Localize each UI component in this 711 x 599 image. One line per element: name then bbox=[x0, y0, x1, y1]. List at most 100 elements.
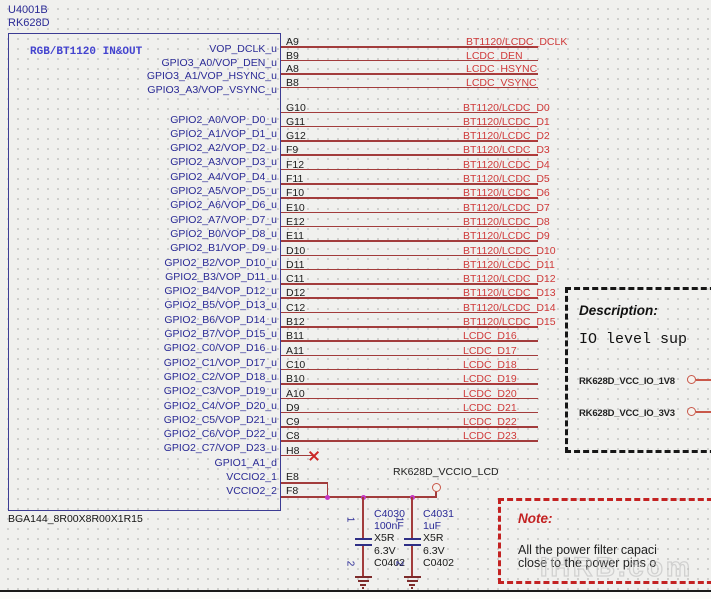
pin-wire[interactable] bbox=[281, 268, 538, 271]
net-label[interactable]: BT1120/LCDC_D6 bbox=[463, 187, 550, 200]
pin-wire[interactable] bbox=[281, 183, 538, 185]
power-net-label[interactable]: RK628D_VCCIO_LCD bbox=[393, 466, 499, 478]
net-label[interactable]: LCDC_HSYNC bbox=[466, 63, 538, 75]
net-label[interactable]: BT1120/LCDC_D11 bbox=[463, 258, 555, 271]
capacitor-plate[interactable] bbox=[403, 543, 421, 546]
description-box[interactable]: Description: IO level sup RK628D_VCC_IO_… bbox=[565, 287, 711, 453]
net-label[interactable]: LCDC_VSYNC bbox=[466, 76, 537, 89]
net-label[interactable]: BT1120/LCDC_D12 bbox=[463, 273, 556, 286]
pin-wire[interactable] bbox=[281, 46, 538, 48]
pin-number: B8 bbox=[286, 76, 299, 89]
pin-number: F10 bbox=[286, 187, 305, 200]
capacitor-designator[interactable]: C4030 bbox=[374, 508, 405, 520]
net-label[interactable]: BT1120/LCDC_D5 bbox=[463, 173, 550, 185]
net-label[interactable]: LCDC_D18 bbox=[463, 358, 517, 371]
pin-wire[interactable] bbox=[281, 440, 538, 442]
net-label[interactable]: LCDC_D17 bbox=[463, 344, 517, 357]
pin-wire[interactable] bbox=[281, 240, 538, 242]
pin-wire[interactable] bbox=[281, 73, 538, 75]
pin-number: B11 bbox=[286, 330, 304, 343]
junction-dot bbox=[324, 494, 330, 500]
capacitor-lead[interactable] bbox=[362, 497, 364, 538]
component-body[interactable] bbox=[8, 33, 281, 511]
component-part-number[interactable]: RK628D bbox=[8, 17, 50, 29]
capacitor-value[interactable]: 1uF bbox=[423, 520, 442, 532]
net-port-icon[interactable] bbox=[687, 407, 696, 416]
net-label[interactable]: BT1120/LCDC_D14 bbox=[463, 301, 556, 314]
net-port-icon[interactable] bbox=[687, 375, 696, 384]
pin-wire[interactable] bbox=[281, 482, 328, 484]
net-label[interactable]: LCDC_D21 bbox=[463, 401, 517, 414]
pin-wire[interactable] bbox=[281, 59, 538, 62]
pin-wire[interactable] bbox=[281, 426, 538, 428]
net-label[interactable]: BT1120/LCDC_D13 bbox=[463, 287, 556, 300]
pin-number: C8 bbox=[286, 430, 300, 443]
net-wire[interactable] bbox=[326, 482, 329, 497]
capacitor-plate[interactable] bbox=[354, 538, 372, 540]
capacitor-lead[interactable] bbox=[411, 545, 413, 576]
capacitor-plate[interactable] bbox=[354, 543, 372, 546]
gnd-icon[interactable] bbox=[354, 575, 372, 578]
capacitor-plate[interactable] bbox=[403, 538, 421, 540]
net-label[interactable]: LCDC_D22 bbox=[463, 416, 517, 429]
pin-wire[interactable] bbox=[281, 340, 538, 342]
gnd-icon bbox=[410, 587, 414, 589]
net-label[interactable]: BT1120/LCDC_D10 bbox=[463, 244, 556, 257]
power-port-icon[interactable] bbox=[432, 483, 441, 492]
pin-wire[interactable] bbox=[281, 86, 538, 89]
capacitor-package: C0402 bbox=[423, 557, 454, 569]
pin-wire[interactable] bbox=[281, 454, 314, 457]
pin-wire[interactable] bbox=[281, 354, 538, 357]
pin-wire[interactable] bbox=[281, 154, 538, 156]
pin-wire[interactable] bbox=[281, 111, 538, 114]
pin-wire[interactable] bbox=[281, 297, 538, 299]
net-label[interactable]: LCDC_D16 bbox=[463, 330, 517, 343]
net-label[interactable]: LCDC_D20 bbox=[463, 387, 517, 400]
pin-wire[interactable] bbox=[281, 125, 538, 128]
net-label[interactable]: BT1120/LCDC_D7 bbox=[463, 201, 550, 214]
pin-wire[interactable] bbox=[281, 411, 538, 414]
net-label[interactable]: BT1120/LCDC_D8 bbox=[463, 215, 550, 228]
pin-wire[interactable] bbox=[281, 168, 538, 171]
pin-name: GPIO2_B0/VOP_D8_u bbox=[170, 227, 277, 240]
pin-wire[interactable] bbox=[281, 283, 538, 285]
net-label[interactable]: BT1120/LCDC_DCLK bbox=[466, 36, 568, 48]
pin-wire[interactable] bbox=[281, 197, 538, 199]
pin-wire[interactable] bbox=[281, 397, 538, 400]
note-box[interactable]: Note: All the power filter capaci close … bbox=[498, 498, 711, 584]
net-label[interactable]: BT1120/LCDC_D15 bbox=[463, 316, 556, 328]
port-label[interactable]: RK628D_VCC_IO_3V3 bbox=[579, 408, 675, 419]
capacitor-lead[interactable] bbox=[362, 545, 364, 576]
net-wire[interactable] bbox=[281, 496, 437, 498]
net-label[interactable]: LCDC_D23 bbox=[463, 430, 517, 443]
net-label[interactable]: LCDC_DEN bbox=[466, 49, 523, 62]
capacitor-lead[interactable] bbox=[411, 497, 413, 538]
net-wire[interactable] bbox=[435, 490, 437, 497]
net-label[interactable]: BT1120/LCDC_D4 bbox=[463, 158, 550, 171]
pin-wire[interactable] bbox=[281, 254, 538, 257]
pin-wire[interactable] bbox=[281, 225, 538, 228]
pin-wire[interactable] bbox=[281, 211, 538, 214]
net-label[interactable]: BT1120/LCDC_D0 bbox=[463, 101, 550, 114]
net-label[interactable]: BT1120/LCDC_D2 bbox=[463, 130, 550, 143]
pin-wire[interactable] bbox=[281, 326, 538, 328]
net-label[interactable]: BT1120/LCDC_D3 bbox=[463, 144, 550, 157]
capacitor-designator[interactable]: C4031 bbox=[423, 508, 454, 520]
net-label[interactable]: BT1120/LCDC_D1 bbox=[463, 115, 550, 128]
pin-wire[interactable] bbox=[281, 383, 538, 385]
watermark: IHRB.com bbox=[539, 551, 694, 582]
pin-number: G10 bbox=[286, 101, 306, 114]
pin-wire[interactable] bbox=[281, 140, 538, 142]
component-designator[interactable]: U4001B bbox=[8, 4, 48, 16]
pin-wire[interactable] bbox=[281, 368, 538, 371]
capacitor-value[interactable]: 100nF bbox=[374, 520, 404, 532]
gnd-icon[interactable] bbox=[403, 575, 421, 578]
capacitor-package: C0402 bbox=[374, 557, 405, 569]
net-label[interactable]: BT1120/LCDC_D9 bbox=[463, 230, 550, 243]
net-label[interactable]: LCDC_D19 bbox=[463, 373, 517, 386]
pin-number: D9 bbox=[286, 401, 300, 414]
pin-name: GPIO2_A7/VOP_D7_u bbox=[170, 213, 277, 226]
pin-wire[interactable] bbox=[281, 311, 538, 314]
pin-number: B10 bbox=[286, 373, 305, 386]
port-label[interactable]: RK628D_VCC_IO_1V8 bbox=[579, 376, 675, 387]
